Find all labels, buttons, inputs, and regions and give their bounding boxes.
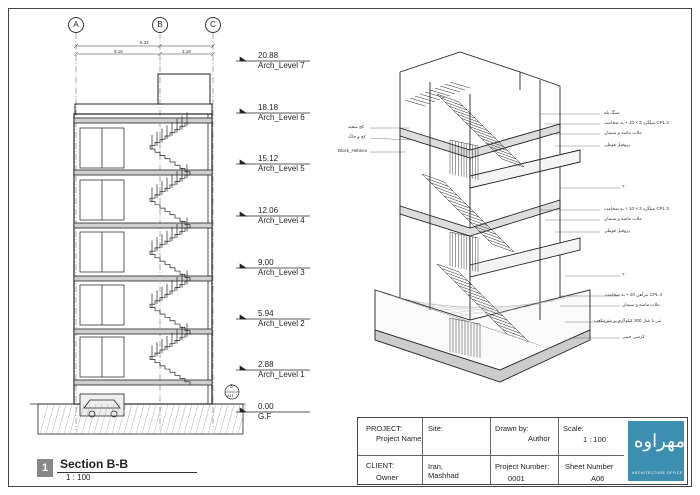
- note-gypsum-soil: کچ و خاک: [348, 134, 366, 139]
- level-value: 12.06: [258, 206, 279, 215]
- note-r9: ?: [622, 272, 625, 277]
- note-r1: سنگ پله: [604, 110, 620, 115]
- note-r13: کرسی چینی: [622, 334, 645, 339]
- level-value: 5.94: [258, 309, 274, 318]
- note-r6: میلگرد 3 × 10 + به ضخامت CPL 3: [604, 206, 669, 211]
- project-label: PROJECT:: [366, 424, 403, 433]
- callout-sheet: A11: [227, 393, 234, 398]
- client-value: Owner: [376, 473, 399, 482]
- note-r5: ?: [622, 184, 625, 189]
- drawn-by-value: Author: [528, 434, 551, 443]
- note-r12: بتن با عیار 300 کیلوگرم بر مترمکعب: [594, 318, 662, 323]
- level-value: 18.18: [258, 103, 279, 112]
- dimension-right: 3.18: [182, 49, 191, 54]
- sheet-number-value: A06: [591, 474, 605, 483]
- level-value: 15.12: [258, 154, 279, 163]
- level-name: Arch_Level 7: [258, 61, 305, 70]
- note-r2: میلگرد 3 × 10 + به ضخامت CPL 3: [604, 120, 669, 125]
- level-name: Arch_Level 4: [258, 216, 305, 225]
- logo-subtitle: ARCHITECTURE OFFICE: [632, 471, 683, 475]
- level-name: Arch_Level 5: [258, 164, 305, 173]
- grid-bubble-b: B: [152, 17, 168, 33]
- sheet-border: [8, 8, 692, 487]
- site-value-line2: Mashhad: [428, 471, 459, 480]
- grid-bubble-a: A: [68, 17, 84, 33]
- note-r10: تیرآهن 20 + به ضخامت CPL 4: [605, 292, 662, 297]
- level-name: Arch_Level 1: [258, 370, 305, 379]
- level-value: 9.00: [258, 258, 274, 267]
- section-title: Section B-B: [60, 457, 129, 471]
- note-r7: ملات ماسه و سیمان: [604, 216, 642, 221]
- note-r8: پروفیل قوطی: [604, 228, 630, 233]
- dimension-total: 6.32: [140, 40, 149, 45]
- office-logo: مهراوه ARCHITECTURE OFFICE: [628, 421, 685, 481]
- dimension-left: 5.16: [114, 49, 123, 54]
- client-label: CLIENT:: [366, 461, 394, 470]
- note-r4: پروفیل قوطی: [604, 142, 630, 147]
- site-label: Site:: [428, 424, 444, 433]
- logo-mark: مهراوه: [634, 431, 685, 452]
- grid-bubble-c: C: [205, 17, 221, 33]
- project-value: Project Name: [376, 434, 422, 443]
- note-r11: ملات ماسه و سیمان: [622, 302, 660, 307]
- section-number: 1: [37, 459, 53, 477]
- level-value: 0.00: [258, 402, 274, 411]
- site-value-line1: Iran,: [428, 462, 444, 471]
- note-white-plaster: کچ سفید: [348, 124, 365, 129]
- section-title-underline: [57, 472, 197, 473]
- level-name: Arch_Level 2: [258, 319, 305, 328]
- section-scale: 1 : 100: [66, 473, 91, 482]
- sheet-number-label: Sheet Number: [565, 462, 614, 471]
- note-r3: ملات ماسه و سیمان: [604, 130, 642, 135]
- drawn-by-label: Drawn by:: [495, 424, 529, 433]
- level-name: G.F: [258, 412, 272, 421]
- callout-number: 3: [230, 384, 233, 390]
- level-value: 2.88: [258, 360, 274, 369]
- scale-label: Scale:: [563, 424, 584, 433]
- level-name: Arch_Level 3: [258, 268, 305, 277]
- project-number-label: Project Number:: [495, 462, 550, 471]
- scale-value: 1 : 100: [583, 435, 606, 444]
- level-value: 20.88: [258, 51, 279, 60]
- project-number-value: 0001: [508, 474, 525, 483]
- level-name: Arch_Level 6: [258, 113, 305, 122]
- note-block: Block_Hebnex: [338, 148, 368, 153]
